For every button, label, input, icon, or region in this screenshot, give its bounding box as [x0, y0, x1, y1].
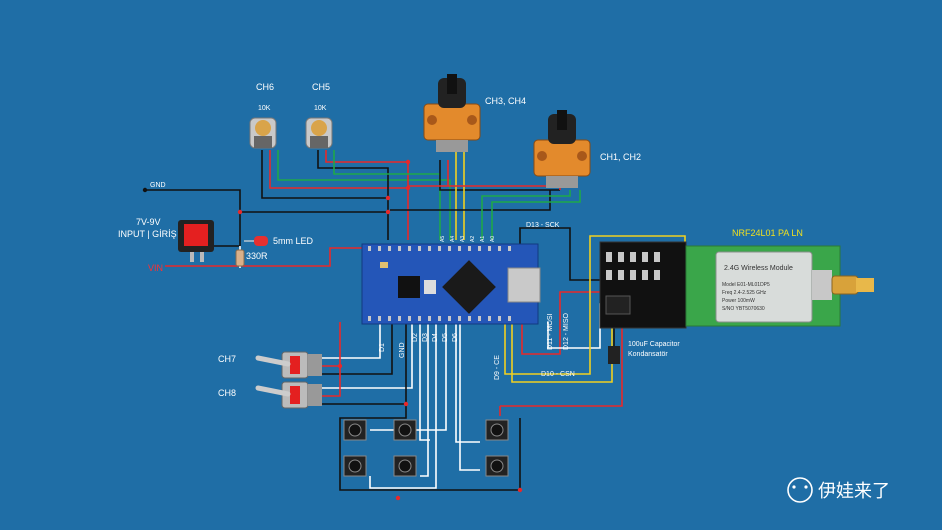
label-module-chip-title: 2.4G Wireless Module [724, 265, 793, 272]
potentiometer-ch6[interactable] [249, 117, 277, 149]
label-ch8: CH8 [218, 388, 236, 398]
label-ch5: CH5 [312, 82, 330, 92]
push-button-2 [393, 419, 417, 441]
wire-js2-green1 [481, 190, 571, 240]
wire-pot2-black [317, 150, 389, 240]
arduino-nano-board [361, 243, 541, 325]
wire-module-vcc [500, 322, 623, 407]
label-d3: D3 [422, 333, 429, 342]
label-d12: D12 - MISO [563, 312, 570, 350]
junctions [142, 159, 523, 501]
label-module-spec-freq: Freq 2.4-2.525 GHz [722, 290, 767, 296]
wire-ch8-b [322, 366, 341, 397]
label-ch6: CH6 [256, 82, 274, 92]
led [244, 236, 268, 246]
label-module-spec-model: Model E01-ML01DP5 [722, 282, 770, 288]
label-led: 5mm LED [273, 236, 314, 246]
wire-js2-black [390, 190, 551, 211]
label-d13: D13 - SCK [526, 222, 560, 229]
wire-pot2-green [333, 150, 441, 240]
label-d9: D9 - CE [494, 355, 501, 380]
wire-ce [504, 235, 686, 375]
nrf24l01-module [599, 241, 874, 329]
power-switch[interactable] [178, 220, 214, 262]
label-d6: D6 [452, 333, 459, 342]
wire-btn-gnd [339, 404, 521, 491]
capacitor [608, 346, 620, 364]
label-capacitor-2: Kondansatör [628, 351, 668, 358]
label-module-title: NRF24L01 PA LN [732, 228, 803, 238]
push-button-3 [485, 419, 509, 441]
text-labels: CH6 CH5 10K 10K CH3, CH4 CH1, CH2 GND 7V… [118, 82, 803, 398]
wire-js2-green2 [491, 190, 581, 240]
wire-btn-d1 [459, 322, 480, 471]
label-module-spec-sn: S/NO YBT5070630 [722, 306, 765, 312]
push-button-6 [485, 455, 509, 477]
label-d4: D4 [432, 333, 439, 342]
push-button-5 [393, 455, 417, 477]
label-d11: D11 - MOSI [547, 314, 554, 350]
push-button-1 [343, 419, 367, 441]
label-d2: D2 [412, 333, 419, 342]
label-pot2-value: 10K [314, 105, 327, 112]
label-vin: VIN [148, 263, 163, 273]
label-pot1-value: 10K [258, 105, 271, 112]
wire-btn-d4 [369, 322, 437, 489]
joystick-ch1-ch2[interactable] [533, 110, 591, 188]
watermark: 伊娃来了 [787, 477, 890, 503]
label-gnd-vertical: GND [399, 342, 406, 358]
label-ch7: CH7 [218, 354, 236, 364]
wire-ch7-a [322, 322, 381, 359]
label-module-spec-power: Power 100mW [722, 298, 755, 304]
label-d5: D5 [442, 333, 449, 342]
label-a4: A4 [450, 236, 456, 242]
toggle-switch-ch8[interactable] [255, 381, 322, 409]
resistor-330r [235, 249, 245, 267]
wire-js1-black [439, 160, 560, 191]
wire-ch8-c [322, 322, 407, 405]
wire-btn-d3 [420, 322, 429, 477]
label-input-voltage: 7V-9V [136, 217, 161, 227]
watermark-text: 伊娃来了 [818, 481, 890, 502]
wire-btn-d2 [419, 322, 430, 441]
wire-ch7-b [322, 322, 341, 367]
wire-vin-red [165, 247, 370, 267]
label-d1: D1 [379, 343, 386, 352]
label-a0: A0 [490, 236, 496, 242]
push-button-4 [343, 455, 367, 477]
label-a1: A1 [480, 236, 486, 242]
wire-ch8-a [322, 322, 413, 389]
wire-pot1-black [261, 150, 388, 199]
label-gnd: GND [150, 182, 166, 189]
label-a5: A5 [440, 236, 446, 242]
label-a2: A2 [470, 236, 476, 242]
push-buttons[interactable] [343, 419, 509, 477]
label-capacitor-1: 100uF Capacitor [628, 341, 680, 348]
label-ch1-ch2: CH1, CH2 [600, 152, 641, 162]
potentiometer-ch5[interactable] [305, 117, 333, 149]
label-input-text: INPUT | GİRİŞ [118, 229, 177, 239]
wire-gnd-top [145, 189, 388, 213]
label-d10: D10 - CSN [541, 371, 575, 378]
joystick-ch3-ch4[interactable] [423, 74, 481, 152]
label-ch3-ch4: CH3, CH4 [485, 96, 526, 106]
wire-ch7-c [322, 322, 393, 375]
wire-pot2-red [325, 150, 409, 240]
wire-btn-d6 [455, 322, 480, 443]
wire-pot1-green [277, 150, 451, 240]
label-resistor: 330R [246, 251, 268, 261]
label-a3: A3 [460, 236, 466, 242]
wire-pot1-red [269, 150, 408, 189]
toggle-switch-ch7[interactable] [255, 351, 322, 379]
